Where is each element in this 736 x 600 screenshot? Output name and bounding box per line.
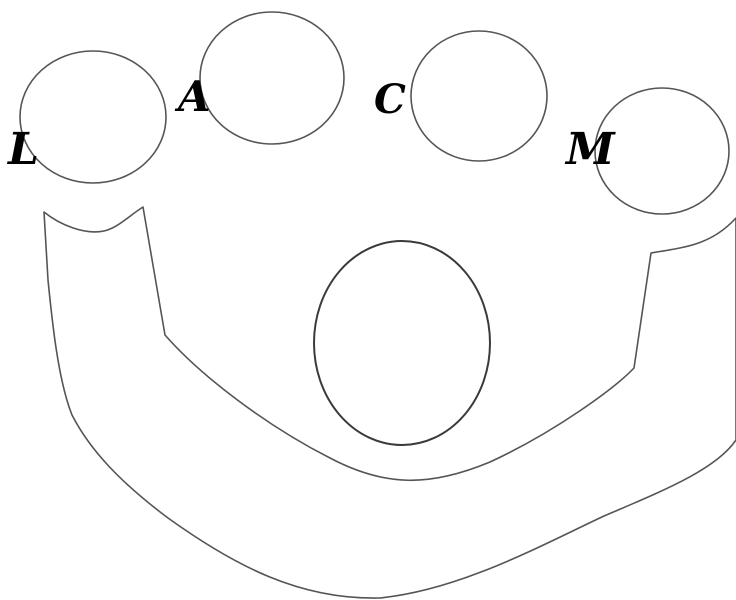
circle-l [20,51,166,183]
circle-c [411,31,547,161]
circle-a [200,12,344,144]
label-a: A [178,76,211,118]
central-oval [314,241,490,445]
label-l: L [8,128,39,172]
u-shape-body [44,207,736,598]
label-m: M [566,128,615,172]
circle-m [595,88,729,214]
label-c: C [374,80,406,120]
